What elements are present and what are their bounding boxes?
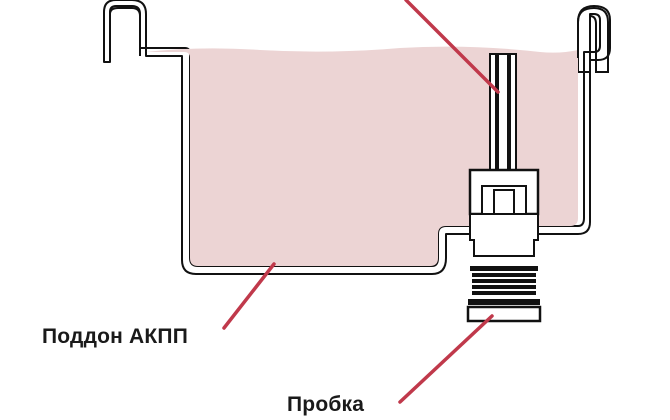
drain-boss: [469, 213, 539, 257]
pan-label: Поддон АКПП: [42, 325, 189, 348]
pan-pointer-line: [222, 262, 276, 330]
right-lip: [577, 6, 609, 73]
level-tube-inner-right: [507, 54, 511, 190]
plug-pointer-line: [398, 314, 494, 404]
level-tube-outer: [489, 53, 517, 191]
plug-label: Пробка: [287, 393, 365, 416]
drain-plug: [466, 266, 542, 323]
left-lip: [109, 7, 141, 62]
tube-pointer-line: [404, 0, 500, 94]
fitting-nut: [493, 189, 515, 215]
level-tube-inner-left: [495, 54, 499, 190]
